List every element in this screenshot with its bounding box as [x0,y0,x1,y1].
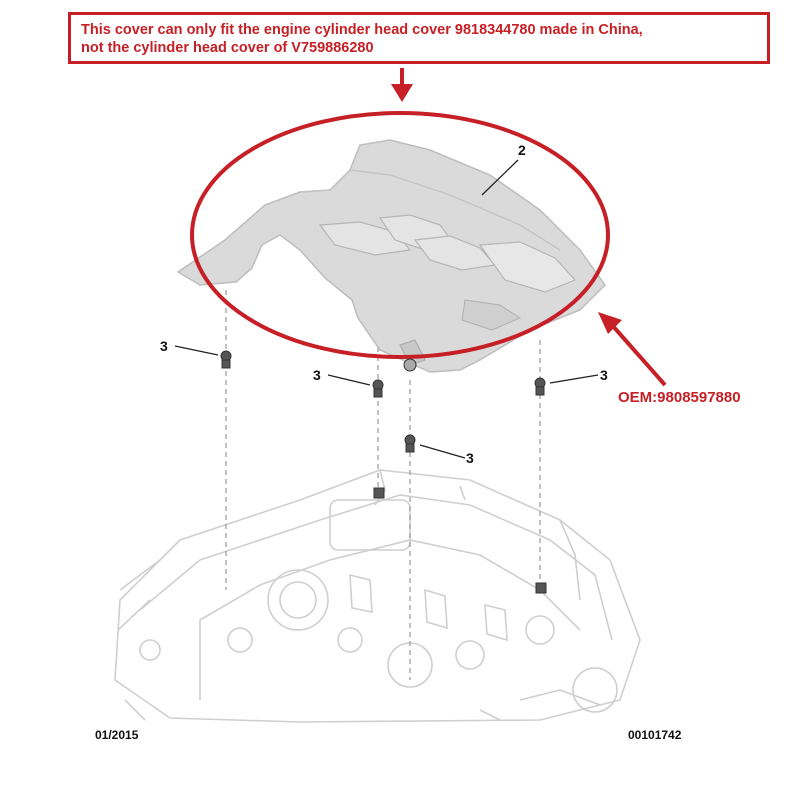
highlight-ellipse [190,111,610,359]
callout-fastener-right: 3 [600,367,608,383]
callout-leaders [174,159,599,459]
notice-line-1: This cover can only fit the engine cylin… [81,22,643,38]
fastener-icon [220,350,547,594]
engine-cover-part [176,139,606,373]
red-arrow-down [391,68,413,102]
oem-number-label: OEM:9808597880 [618,389,741,406]
callout-fastener-mid: 3 [466,450,474,466]
callout-fastener-mid-left: 3 [313,367,321,383]
callout-cover-number: 2 [518,142,526,158]
callout-fastener-left: 3 [160,338,168,354]
footer-date: 01/2015 [95,728,139,742]
red-arrow-to-cover [598,312,667,387]
notice-text: This cover can only fit the engine cylin… [81,21,759,57]
compatibility-notice: This cover can only fit the engine cylin… [68,12,770,64]
notice-line-2: not the cylinder head cover of V75988628… [81,40,374,56]
engine-block-drawing [114,469,641,723]
footer-reference: 00101742 [628,728,682,742]
